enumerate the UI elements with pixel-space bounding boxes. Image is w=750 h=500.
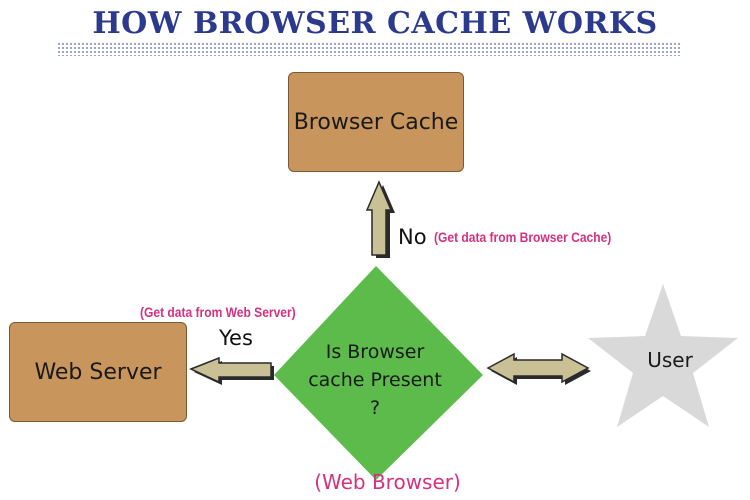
decision-line-1: Is Browser bbox=[325, 341, 425, 363]
title-underline-band bbox=[57, 42, 681, 56]
decision-label: Is Browser cache Present ? bbox=[300, 338, 450, 422]
arrow-bidirectional-user bbox=[486, 352, 591, 385]
page-title: HOW BROWSER CACHE WORKS bbox=[92, 6, 658, 41]
yes-note: (Get data from Web Server) bbox=[140, 304, 296, 320]
browser-cache-label: Browser Cache bbox=[293, 109, 459, 135]
user-star bbox=[588, 284, 738, 427]
browser-cache-box: Browser Cache bbox=[288, 72, 464, 172]
web-server-box: Web Server bbox=[9, 322, 187, 422]
web-server-label: Web Server bbox=[34, 359, 162, 385]
decision-diamond bbox=[274, 266, 483, 480]
yes-label: Yes bbox=[219, 326, 253, 350]
decision-line-2: cache Present bbox=[308, 369, 442, 391]
no-label: No bbox=[398, 225, 427, 249]
user-label: User bbox=[647, 348, 693, 372]
no-note: (Get data from Browser Cache) bbox=[434, 229, 612, 245]
decision-line-3: ? bbox=[369, 397, 381, 419]
arrow-up-no bbox=[365, 180, 395, 258]
arrow-left-yes bbox=[189, 356, 274, 385]
web-browser-caption: (Web Browser) bbox=[314, 470, 461, 494]
